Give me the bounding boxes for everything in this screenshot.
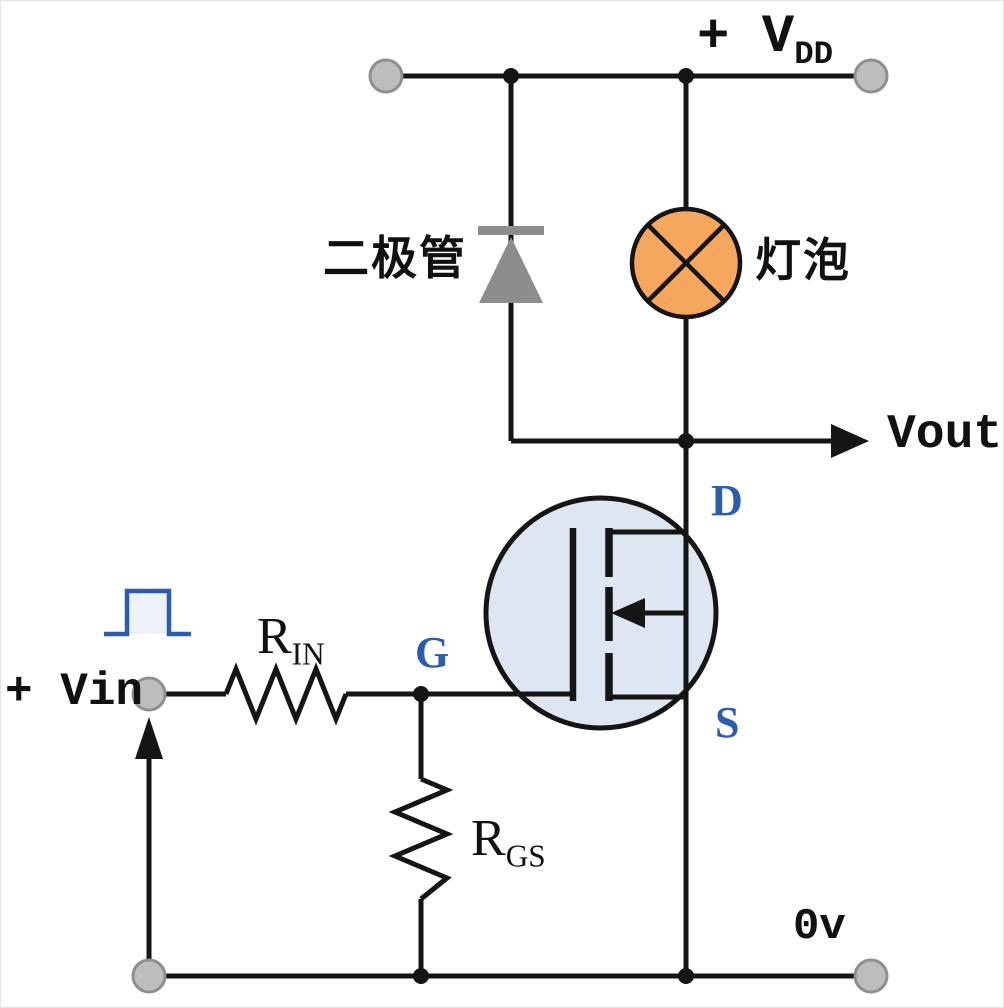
mosfet-body-arrow-icon (611, 598, 645, 628)
vin-label: + Vin (5, 666, 144, 718)
rin-label: RIN (257, 611, 325, 670)
terminals (131, 58, 889, 994)
mosfet-icon (483, 495, 719, 731)
rgs-resistor-icon (388, 776, 454, 901)
ground-label: 0v (793, 902, 846, 952)
terminal-top-left (368, 58, 404, 94)
junction-vout (678, 433, 694, 449)
junction-top-diode (503, 68, 519, 84)
lamp-x-line-2 (646, 223, 726, 303)
diode-label: 二极管 (323, 232, 467, 284)
vin-arrow-icon (135, 717, 163, 959)
junction-source-ground (678, 968, 694, 984)
terminal-bottom-right (853, 958, 889, 994)
terminal-top-right (853, 58, 889, 94)
terminal-bottom-left (131, 958, 167, 994)
source-pin-label: S (715, 698, 740, 747)
vdd-label-main: + V (697, 7, 795, 68)
junction-top-lamp (678, 68, 694, 84)
rin-resistor-icon (223, 662, 349, 726)
drain-pin-label: D (711, 476, 743, 525)
junction-gate (413, 686, 429, 702)
rgs-label-sub: GS (505, 838, 546, 874)
diode-cathode-bar (478, 226, 544, 235)
gate-pin-label: G (415, 628, 450, 677)
vin-arrow-head (135, 717, 163, 759)
vdd-label-sub: DD (794, 35, 834, 73)
lamp-icon (629, 206, 743, 320)
rgs-label: RGS (471, 813, 546, 872)
diode-triangle (479, 237, 543, 303)
vout-label: Vout (887, 408, 1003, 462)
vdd-label: + VDD (697, 11, 833, 71)
terminal-vin (131, 676, 167, 712)
junction-dots (413, 68, 694, 984)
rin-label-main: R (257, 608, 292, 665)
lamp-label: 灯泡 (755, 234, 851, 286)
vout-arrow-icon (831, 424, 869, 458)
pulse-icon (104, 588, 191, 637)
diode-icon (478, 226, 544, 303)
rin-label-sub: IN (291, 636, 325, 672)
rgs-label-main: R (471, 810, 506, 867)
junction-rgs-ground (413, 968, 429, 984)
